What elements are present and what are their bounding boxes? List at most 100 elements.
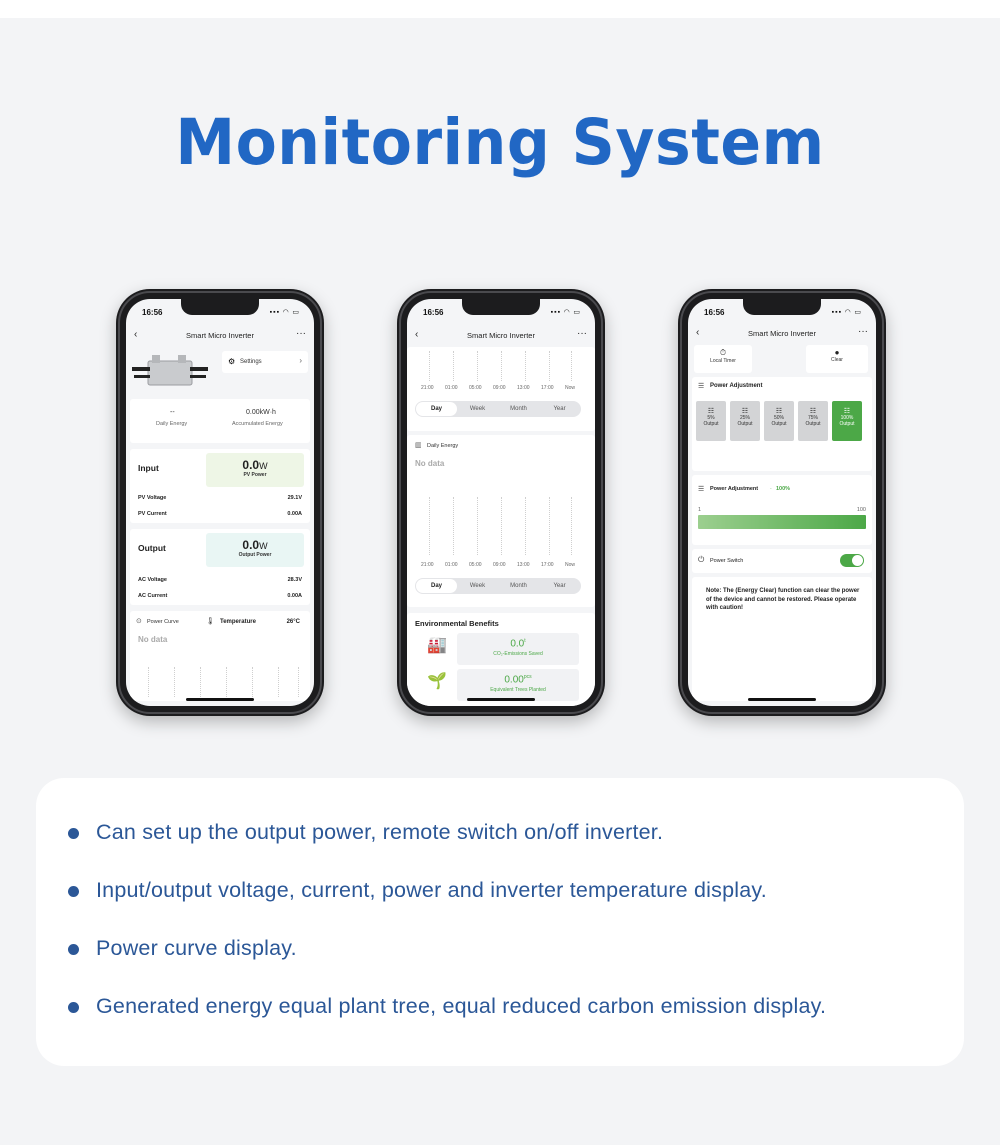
power-curve-icon: ⊙ [136, 618, 142, 625]
output-label: Output [771, 421, 787, 427]
nav-bar: ‹ Smart Micro Inverter ··· [407, 327, 595, 345]
time-tick: 17:00 [541, 385, 554, 391]
sliders-icon: ☰ [698, 486, 705, 493]
pv-power-value: 0.0 [242, 458, 260, 472]
chevron-right-icon: › [299, 356, 302, 365]
local-timer-button[interactable]: ⏱ Local Timer [694, 345, 752, 373]
output-pct: 5% [707, 415, 715, 421]
bar-chart-icon: ▥ [415, 442, 422, 449]
gear-icon: ⚙ [228, 357, 236, 366]
period-tabs-1: Day Week Month Year [415, 401, 581, 417]
back-icon[interactable]: ‹ [134, 329, 138, 340]
grid-line [226, 667, 227, 697]
thermometer-icon: 🌡 [206, 618, 215, 625]
pv-voltage-value: 29.1V [287, 495, 302, 501]
output-power-unit: W [259, 541, 268, 551]
output-100-button[interactable]: ☷ 100% Output [832, 401, 862, 441]
home-indicator [186, 698, 254, 701]
tab-year[interactable]: Year [553, 406, 566, 412]
clear-icon: ● [834, 348, 840, 357]
clear-label: Clear [831, 357, 843, 363]
back-icon[interactable]: ‹ [415, 329, 419, 340]
time-tick: 05:00 [469, 562, 482, 568]
tab-day[interactable]: Day [416, 579, 457, 593]
sliders-icon: ☰ [698, 383, 705, 390]
status-bar: 16:56 ▪▪▪ ◠ ▭ [126, 299, 314, 325]
power-adjustment-title: Power Adjustment [710, 383, 763, 389]
sliders-icon: ☷ [809, 408, 817, 415]
status-time: 16:56 [142, 308, 163, 317]
grid-line [525, 351, 526, 381]
accumulated-energy-value: 0.00kW·h [246, 409, 276, 416]
trees-value: 0.00 [504, 674, 524, 686]
grid-line [200, 667, 201, 697]
ac-current-value: 0.00A [287, 593, 302, 599]
time-tick: 01:00 [445, 562, 458, 568]
grid-line [525, 497, 526, 555]
ac-voltage-label: AC Voltage [138, 577, 167, 583]
more-icon[interactable]: ··· [296, 328, 306, 339]
settings-label: Settings [240, 359, 262, 365]
back-icon[interactable]: ‹ [696, 327, 700, 338]
notch [462, 299, 540, 315]
adj-title: Power Adjustment [710, 486, 759, 492]
output-pct: 100% [840, 415, 854, 421]
screen-title: Smart Micro Inverter [748, 329, 816, 338]
status-bar: 16:56 ▪▪▪ ◠ ▭ [407, 299, 595, 325]
signal-wifi-battery-icon: ▪▪▪ ◠ ▭ [550, 309, 581, 316]
power-slider-track[interactable] [698, 515, 866, 529]
more-icon[interactable]: ··· [858, 326, 868, 337]
output-title: Output [138, 543, 166, 553]
power-curve-label[interactable]: Power Curve [147, 619, 179, 625]
ac-voltage-value: 28.3V [287, 577, 302, 583]
nav-bar: ‹ Smart Micro Inverter ··· [688, 325, 876, 343]
more-icon[interactable]: ··· [577, 328, 587, 339]
bullet-icon [68, 944, 79, 955]
phone-screen-3: 16:56 ▪▪▪ ◠ ▭ ‹ Smart Micro Inverter ···… [688, 299, 876, 706]
output-buttons: ☷ 5% Output ☷ 25% Output ☷ 50% Output ☷ … [696, 401, 868, 441]
inverter-image [130, 349, 210, 391]
output-power-value: 0.0 [242, 538, 260, 552]
time-tick: 09:00 [493, 385, 506, 391]
daily-energy-value: -- [170, 409, 175, 416]
pv-power-tile: 0.0W PV Power [206, 453, 304, 487]
output-25-button[interactable]: ☷ 25% Output [730, 401, 760, 441]
output-power-tile: 0.0W Output Power [206, 533, 304, 567]
clear-button[interactable]: ● Clear [806, 345, 868, 373]
grid-line [571, 351, 572, 381]
output-card: Output 0.0W Output Power AC Voltage 28.3… [130, 529, 310, 605]
grid-line [501, 497, 502, 555]
tab-month[interactable]: Month [510, 583, 527, 589]
tab-day[interactable]: Day [416, 402, 457, 416]
time-tick: 13:00 [517, 385, 530, 391]
tree-icon: 🌱 [427, 673, 447, 690]
accumulated-energy-label: Accumulated Energy [232, 421, 283, 427]
home-indicator [748, 698, 816, 701]
tab-month[interactable]: Month [510, 406, 527, 412]
clock-icon: ⏱ [719, 348, 727, 357]
phone-screen-1: 16:56 ▪▪▪ ◠ ▭ ‹ Smart Micro Inverter ···… [126, 299, 314, 706]
output-5-button[interactable]: ☷ 5% Output [696, 401, 726, 441]
tab-week[interactable]: Week [469, 583, 486, 589]
feature-item: Power curve display. [96, 936, 297, 960]
phone-mockup-3: 16:56 ▪▪▪ ◠ ▭ ‹ Smart Micro Inverter ···… [678, 289, 886, 716]
power-switch-toggle[interactable] [840, 554, 864, 567]
page-title: Monitoring System [175, 106, 825, 180]
energy-clear-note: Note: The (Energy Clear) function can cl… [706, 588, 860, 611]
bullet-icon [68, 1002, 79, 1013]
tab-week[interactable]: Week [469, 406, 486, 412]
pv-power-unit: W [259, 461, 268, 471]
time-tick: 05:00 [469, 385, 482, 391]
slider-max: 100 [856, 507, 866, 513]
co2-value: 0.0 [510, 638, 525, 650]
output-75-button[interactable]: ☷ 75% Output [798, 401, 828, 441]
grid-line [453, 497, 454, 555]
tab-year[interactable]: Year [553, 583, 566, 589]
settings-row[interactable]: ⚙ Settings › [222, 351, 308, 373]
grid-line [477, 497, 478, 555]
output-50-button[interactable]: ☷ 50% Output [764, 401, 794, 441]
time-tick: Now [565, 562, 576, 568]
local-timer-label: Local Timer [710, 358, 736, 364]
screen-title: Smart Micro Inverter [186, 331, 254, 340]
phone-screen-2: 16:56 ▪▪▪ ◠ ▭ ‹ Smart Micro Inverter ···… [407, 299, 595, 706]
